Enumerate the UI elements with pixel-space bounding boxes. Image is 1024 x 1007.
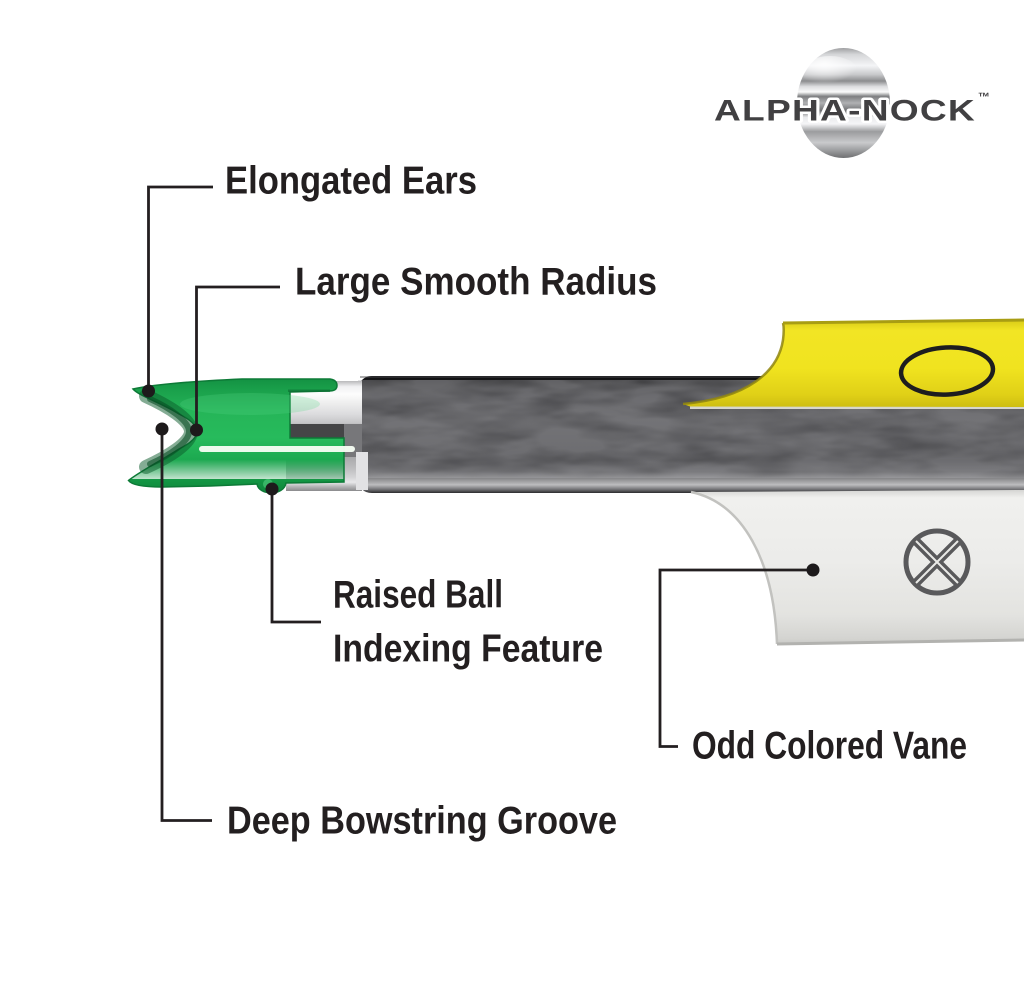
callout-line [270, 489, 321, 624]
yellow-vane-base-line [690, 405, 1024, 409]
logo-sphere-icon [797, 48, 890, 158]
collar-recess [288, 424, 362, 438]
callout-line [658, 568, 813, 748]
callout-line [147, 185, 213, 391]
callout-elongated-ears: Elongated Ears [142, 160, 477, 398]
nock-highlight [180, 393, 320, 415]
callout-odd-colored-vane: Odd Colored Vane [658, 563, 967, 768]
label-elongated-ears: Elongated Ears [225, 160, 477, 203]
label-large-smooth-radius: Large Smooth Radius [295, 261, 657, 304]
callout-dot [806, 563, 820, 577]
callout-line [160, 429, 212, 822]
label-odd-colored-vane: Odd Colored Vane [692, 725, 967, 768]
alpha-nock-logo: ALPHA-NOCK ™ [712, 48, 991, 158]
callout-large-smooth-radius: Large Smooth Radius [190, 261, 657, 437]
logo-trademark: ™ [978, 90, 990, 104]
yellow-vane-front-edge [682, 322, 785, 406]
nock-groove-shadow-inner [147, 396, 193, 467]
callout-line [195, 285, 280, 430]
yellow-vane-top-edge [782, 318, 1024, 325]
yellow-vane-body [683, 320, 1024, 407]
white-vane-body [691, 490, 1024, 644]
label-deep-bowstring-groove: Deep Bowstring Groove [227, 800, 617, 843]
logo-wordmark: ALPHA-NOCK [714, 95, 976, 128]
arrow-illustration [127, 318, 1024, 646]
label-raised-ball-line2: Indexing Feature [333, 628, 603, 671]
white-vane-front-edge [690, 490, 779, 645]
yellow-vane [682, 318, 1024, 409]
callout-dot [155, 422, 169, 436]
callout-raised-ball: Raised Ball Indexing Feature [265, 482, 603, 671]
collar-rear-lip [356, 452, 368, 490]
white-vane-bottom-edge [776, 638, 1024, 646]
callout-dot [265, 482, 279, 496]
nock-strip-underline [288, 389, 330, 392]
nock-white-stripe [199, 446, 355, 452]
vane-x-mark-icon [903, 528, 971, 596]
callout-dot [190, 423, 203, 437]
callout-deep-bowstring-groove: Deep Bowstring Groove [155, 422, 617, 843]
vane-ellipse-mark-icon [898, 345, 996, 397]
white-vane [690, 490, 1024, 646]
callout-dot [142, 384, 155, 398]
label-raised-ball-line1: Raised Ball [333, 574, 503, 617]
